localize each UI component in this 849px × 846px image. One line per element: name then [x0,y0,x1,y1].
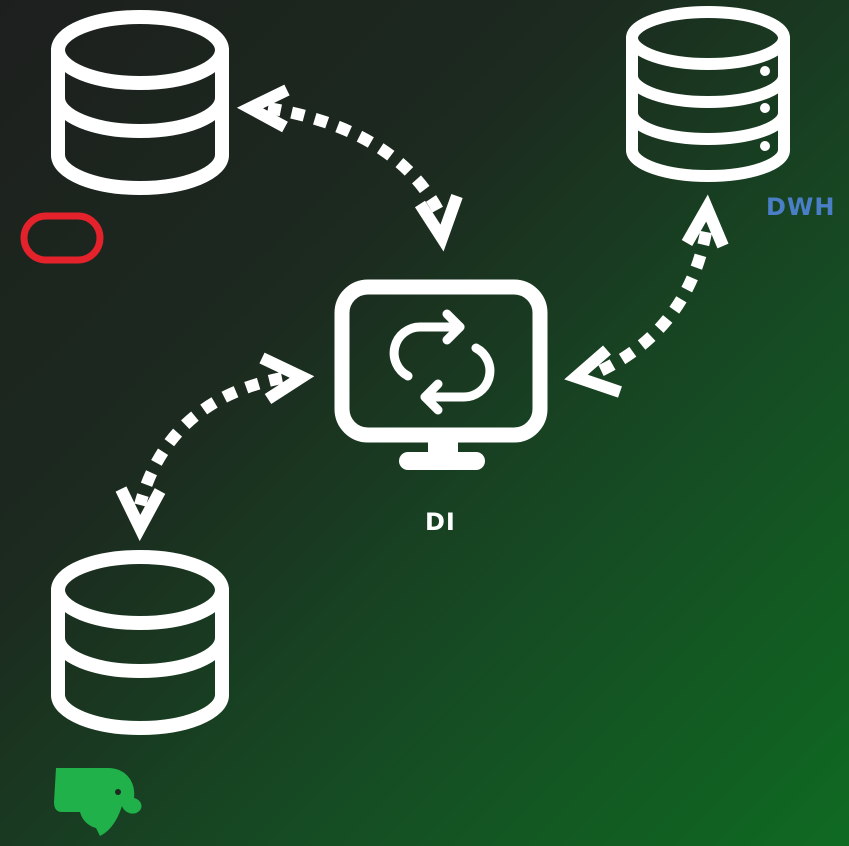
oracle-database-icon [51,10,229,195]
sync-arrows-icon [389,309,495,415]
di-monitor-sync-icon [334,279,548,470]
dwh-server-database-icon [626,6,790,182]
dwh-server-lights [760,66,770,151]
connector-oracle-di [236,84,463,252]
connector-di-postgres [115,352,315,542]
postgres-database-icon [51,550,229,735]
postgres-elephant-logo [54,768,142,836]
dwh-label: DWH [766,193,836,221]
di-label: DI [425,508,456,536]
connector-dwh-di [564,194,729,398]
oracle-logo [20,212,104,264]
